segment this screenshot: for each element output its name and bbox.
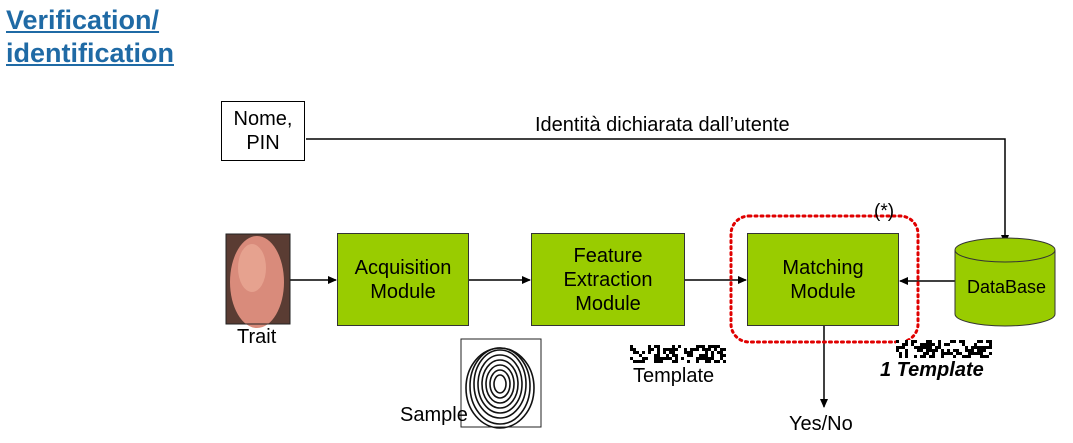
matching-module: Matching Module xyxy=(747,233,899,326)
fingerprint-image xyxy=(460,338,542,429)
one-template-label: 1 Template xyxy=(880,359,984,381)
output-label: Yes/No xyxy=(789,413,853,435)
claimed-identity-label: Identità dichiarata dall’utente xyxy=(535,114,790,136)
acquisition-module: Acquisition Module xyxy=(337,233,469,326)
feature-extraction-module: Feature Extraction Module xyxy=(531,233,685,326)
id-box-line-2: PIN xyxy=(246,132,280,154)
feature-line-1: Feature xyxy=(573,244,643,267)
acquisition-line-2: Module xyxy=(370,280,436,303)
finger-image xyxy=(225,233,291,328)
feature-line-3: Module xyxy=(575,292,641,315)
trait-label: Trait xyxy=(237,326,277,348)
acquisition-line-1: Acquisition xyxy=(354,256,452,279)
database-cylinder xyxy=(954,237,1056,327)
page-title: Verification/ identification xyxy=(6,4,174,70)
id-input-box: Nome, PIN xyxy=(221,101,305,161)
database-label: DataBase xyxy=(967,277,1047,297)
identity-line xyxy=(306,138,1009,244)
feature-line-2: Extraction xyxy=(563,268,653,291)
asterisk-note: (*) xyxy=(874,201,895,222)
title-line-1: Verification/ xyxy=(6,5,160,35)
id-box-line-1: Nome, xyxy=(233,108,293,130)
matching-highlight xyxy=(729,214,920,344)
template-label: Template xyxy=(633,365,715,387)
matching-line-2: Module xyxy=(790,280,856,303)
title-line-2: identification xyxy=(6,38,174,68)
sample-label: Sample xyxy=(400,404,468,426)
matching-line-1: Matching xyxy=(782,256,864,279)
